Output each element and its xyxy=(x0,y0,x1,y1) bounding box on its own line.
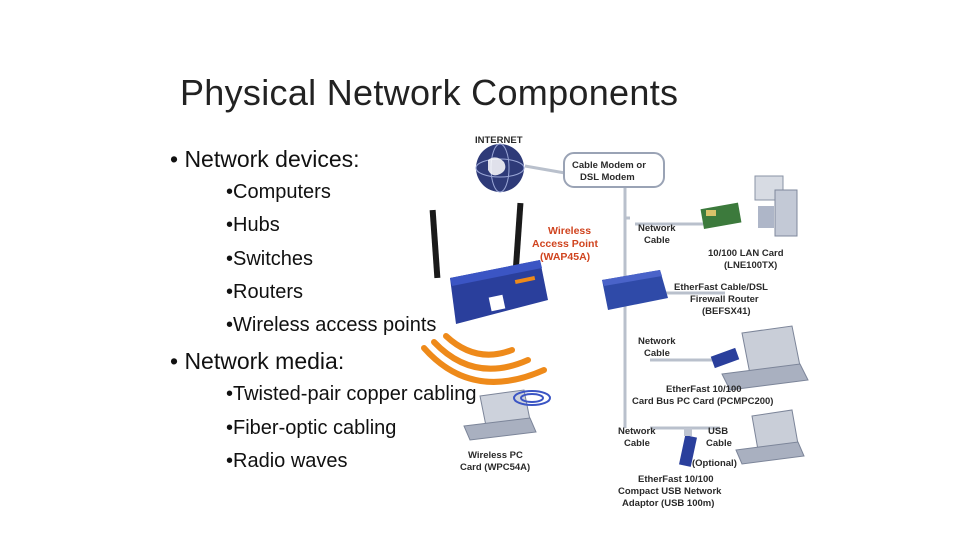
network-cable-label: Cable xyxy=(644,235,670,246)
usb-cable-label: USB xyxy=(708,426,728,437)
cable-modem-box xyxy=(563,152,665,188)
bullet-heading-media: • Network media: xyxy=(170,348,345,375)
network-cable-label: Cable xyxy=(624,438,650,449)
bullet-item: •Routers xyxy=(226,280,304,303)
wireless-pc-card-laptop-icon xyxy=(463,389,551,441)
bullet-item: •Twisted-pair copper cabling xyxy=(226,383,477,406)
bullet-list: • Network devices: •Computers •Hubs •Swi… xyxy=(170,142,476,478)
usb-adaptor-label: Adaptor (USB 100m) xyxy=(622,498,714,509)
bullet-item: •Switches xyxy=(226,247,314,270)
usb-cable-label: Cable xyxy=(706,438,732,449)
laptop-icon xyxy=(735,409,805,465)
pc-card-label: EtherFast 10/100 xyxy=(666,384,742,395)
firewall-router-icon xyxy=(602,270,668,310)
network-diagram: INTERNET Cable Modem or DSL Modem Wirele… xyxy=(421,135,809,509)
wireless-ap-label: (WAP45A) xyxy=(540,251,590,263)
radio-waves-icon xyxy=(421,333,547,385)
bullet-item: •Hubs xyxy=(226,214,280,237)
pc-card-label: Card Bus PC Card (PCMPC200) xyxy=(632,396,773,407)
optional-label: (Optional) xyxy=(692,458,737,469)
cable-modem-label: DSL Modem xyxy=(580,172,635,183)
slide-title: Physical Network Components xyxy=(180,72,679,113)
internet-label: INTERNET xyxy=(475,135,523,146)
usb-adaptor-label: Compact USB Network xyxy=(618,486,722,497)
desktop-computer-icon xyxy=(754,175,798,237)
bullet-item: •Computers xyxy=(226,181,331,203)
bullet-item: •Radio waves xyxy=(226,450,348,473)
laptop-icon xyxy=(710,325,809,391)
cable-modem-label: Cable Modem or xyxy=(572,160,646,171)
usb-adaptor-icon xyxy=(679,428,697,467)
network-cable-label: Network xyxy=(618,426,656,437)
bullet-item: •Wireless access points xyxy=(226,314,437,337)
network-cable-label: Network xyxy=(638,336,676,347)
usb-adaptor-label: EtherFast 10/100 xyxy=(638,474,714,485)
network-cable-label: Network xyxy=(638,223,676,234)
bullet-heading-devices: • Network devices: xyxy=(170,146,360,172)
internet-globe-icon xyxy=(475,143,525,193)
wireless-router-icon xyxy=(429,202,548,324)
wireless-pc-card-label: Card (WPC54A) xyxy=(460,462,530,473)
router-label: Firewall Router xyxy=(690,294,759,305)
router-label: (BEFSX41) xyxy=(702,306,751,317)
lan-card-label: (LNE100TX) xyxy=(724,260,777,271)
network-cable-label: Cable xyxy=(644,348,670,359)
wireless-pc-card-label: Wireless PC xyxy=(468,450,523,461)
wireless-ap-label: Wireless xyxy=(548,225,591,237)
router-label: EtherFast Cable/DSL xyxy=(674,282,768,293)
connector-lines xyxy=(524,164,725,430)
wireless-ap-label: Access Point xyxy=(532,238,598,250)
lan-card-icon xyxy=(700,202,742,229)
bullet-item: •Fiber-optic cabling xyxy=(226,416,397,439)
lan-card-label: 10/100 LAN Card xyxy=(708,248,784,259)
